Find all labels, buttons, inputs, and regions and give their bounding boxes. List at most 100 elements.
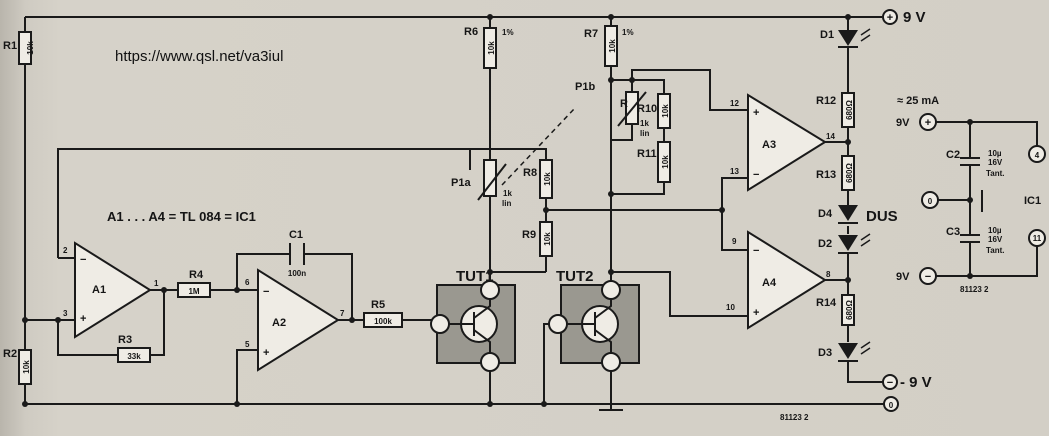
- svg-text:A2: A2: [272, 317, 286, 329]
- svg-text:9V: 9V: [896, 271, 910, 283]
- svg-text:−: −: [80, 254, 86, 266]
- svg-text:13: 13: [730, 167, 739, 176]
- svg-text:TUT1: TUT1: [456, 268, 494, 285]
- svg-text:1k: 1k: [640, 119, 649, 128]
- svg-text:−: −: [753, 245, 759, 257]
- svg-text:+: +: [753, 107, 759, 119]
- svg-text:R10: R10: [637, 103, 657, 115]
- neg-supply-terminal: [882, 374, 898, 390]
- figure-number: 81123 2: [780, 413, 809, 422]
- svg-text:A3: A3: [762, 139, 776, 151]
- svg-text:+: +: [753, 307, 759, 319]
- svg-text:10k: 10k: [661, 104, 670, 118]
- svg-text:1k: 1k: [503, 189, 512, 198]
- svg-text:R3: R3: [118, 334, 132, 346]
- svg-text:6: 6: [245, 278, 250, 287]
- svg-text:0: 0: [928, 197, 933, 206]
- svg-text:680Ω: 680Ω: [845, 100, 854, 120]
- svg-text:100k: 100k: [374, 317, 392, 326]
- dus-label: DUS: [866, 208, 898, 225]
- resistor-R12: [841, 92, 855, 128]
- ic-note: A1 . . . A4 = TL 084 = IC1: [107, 209, 256, 224]
- svg-text:16V: 16V: [988, 235, 1003, 244]
- svg-text:+: +: [263, 347, 269, 359]
- svg-text:R2: R2: [3, 348, 17, 360]
- svg-text:R13: R13: [816, 169, 836, 181]
- svg-text:R9: R9: [522, 229, 536, 241]
- resistor-R10: [657, 93, 671, 129]
- led-D2: [838, 235, 858, 251]
- svg-text:10k: 10k: [26, 41, 35, 55]
- svg-text:D4: D4: [818, 208, 833, 220]
- resistor-R8: [539, 159, 553, 199]
- opamp-A2: [257, 268, 340, 372]
- svg-text:10k: 10k: [543, 172, 552, 186]
- pos-supply-label: 9 V: [903, 9, 926, 26]
- svg-text:P1b: P1b: [575, 81, 595, 93]
- svg-text:10k: 10k: [543, 232, 552, 246]
- resistor-R1: [18, 31, 32, 65]
- resistor-R14: [841, 294, 855, 326]
- svg-text:11: 11: [1033, 234, 1042, 243]
- svg-text:680Ω: 680Ω: [845, 163, 854, 183]
- svg-text:D2: D2: [818, 238, 832, 250]
- resistor-R11: [657, 141, 671, 183]
- svg-text:Tant.: Tant.: [986, 169, 1005, 178]
- svg-text:TUT2: TUT2: [556, 268, 594, 285]
- svg-text:A1: A1: [92, 284, 106, 296]
- svg-text:lin: lin: [640, 129, 649, 138]
- svg-text:81123 2: 81123 2: [960, 285, 989, 294]
- svg-text:12: 12: [730, 99, 739, 108]
- svg-text:33k: 33k: [127, 352, 141, 361]
- svg-text:7: 7: [340, 309, 345, 318]
- svg-text:2: 2: [63, 246, 68, 255]
- resistor-R9: [539, 221, 553, 257]
- opamp-A1: [74, 241, 152, 339]
- svg-text:Tant.: Tant.: [986, 246, 1005, 255]
- led-D3: [838, 343, 858, 359]
- capacitor-C3: C3: [946, 226, 960, 238]
- resistor-R7: [604, 25, 618, 67]
- svg-text:9V: 9V: [896, 117, 910, 129]
- svg-text:−: −: [263, 286, 269, 298]
- diode-D4: [838, 205, 858, 221]
- svg-text:R1: R1: [3, 40, 17, 52]
- opamp-A4: [747, 230, 827, 330]
- svg-text:R4: R4: [189, 269, 204, 281]
- svg-text:R5: R5: [371, 299, 385, 311]
- svg-text:1%: 1%: [622, 28, 634, 37]
- supply-current: ≈ 25 mA: [897, 95, 939, 107]
- svg-text:R: R: [620, 98, 628, 110]
- resistor-R3: [117, 347, 151, 363]
- svg-text:5: 5: [245, 340, 250, 349]
- svg-text:680Ω: 680Ω: [845, 300, 854, 320]
- svg-text:+: +: [80, 313, 86, 325]
- svg-text:16V: 16V: [988, 158, 1003, 167]
- svg-text:10k: 10k: [608, 39, 617, 53]
- pos-supply-terminal: [882, 9, 898, 25]
- svg-text:R8: R8: [523, 167, 537, 179]
- neg-supply-label: - 9 V: [900, 374, 932, 391]
- svg-text:R6: R6: [464, 26, 478, 38]
- svg-text:9: 9: [732, 237, 737, 246]
- svg-text:14: 14: [826, 132, 835, 141]
- svg-text:R7: R7: [584, 28, 598, 40]
- svg-text:100n: 100n: [288, 269, 306, 278]
- svg-text:P1a: P1a: [451, 177, 471, 189]
- svg-text:10k: 10k: [487, 41, 496, 55]
- svg-text:D1: D1: [820, 29, 834, 41]
- capacitor-C1: C1: [289, 229, 303, 241]
- svg-text:0: 0: [889, 401, 894, 410]
- svg-text:R14: R14: [816, 297, 837, 309]
- svg-text:A4: A4: [762, 277, 777, 289]
- zero-terminal: [883, 396, 899, 412]
- svg-text:−: −: [925, 271, 931, 283]
- svg-text:10k: 10k: [661, 155, 670, 169]
- capacitor-C2: C2: [946, 149, 960, 161]
- svg-text:R11: R11: [637, 148, 657, 160]
- svg-text:1%: 1%: [502, 28, 514, 37]
- svg-text:R12: R12: [816, 95, 836, 107]
- svg-text:10k: 10k: [22, 360, 31, 374]
